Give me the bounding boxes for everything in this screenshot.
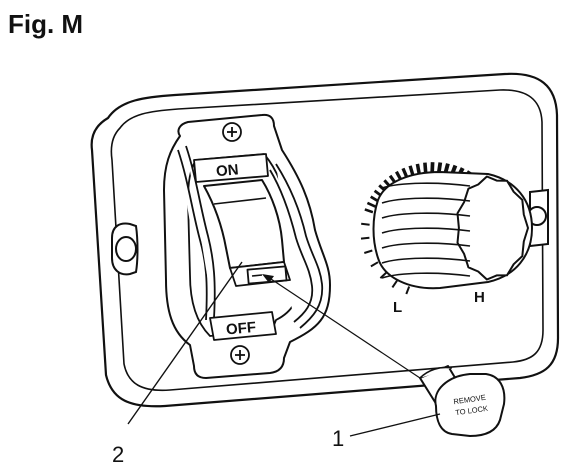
figure-title: Fig. M [8, 9, 83, 39]
dial-tick-mark [360, 236, 370, 240]
dial-high-label: H [474, 289, 485, 306]
dial-knob-face [456, 175, 529, 281]
on-label-plate [193, 153, 269, 183]
dial-tick-mark [379, 271, 388, 279]
leader-lines [127, 261, 441, 437]
dial-knob-ridge [381, 272, 471, 279]
dial-tick-mark [405, 286, 411, 295]
dial-tick-mark [391, 280, 398, 288]
dial-knob-ridge [381, 197, 471, 204]
bottom-screw-icon [230, 345, 250, 365]
lock-key-head [434, 373, 506, 437]
off-label-plate [209, 311, 277, 341]
leader-callout-1 [349, 413, 441, 437]
dial-tick-mark [361, 222, 370, 226]
dial-tick-mark [366, 201, 376, 208]
dial-low-label: L [393, 299, 402, 316]
leader-key-to-slot [267, 276, 421, 379]
dial-knob-ridge [381, 227, 471, 234]
dial-knob-ridge [381, 182, 471, 189]
off-label: OFF [225, 319, 256, 339]
dial-tick-mark [364, 249, 373, 254]
lock-key[interactable] [419, 365, 506, 437]
dial-assembly [360, 162, 533, 295]
on-label: ON [215, 161, 239, 180]
dial-knob-ridge [381, 242, 471, 249]
leader-callout-2 [127, 261, 243, 425]
leader-arrowhead [262, 274, 274, 283]
dial-knob-ridge [381, 257, 471, 264]
switch-assembly [163, 113, 331, 379]
dial-tick-mark [370, 261, 379, 268]
dial-tick-mark [364, 208, 374, 214]
dial-knob-ridge [381, 212, 471, 219]
top-screw-icon [222, 122, 242, 142]
callout-1: 1 [332, 426, 344, 451]
callout-2: 2 [112, 442, 124, 467]
dial-knob-ridges [381, 182, 471, 279]
lock-key-text-line1: REMOVE [453, 393, 486, 406]
rocker-wall-left [177, 149, 208, 321]
left-mounting-hole [111, 222, 139, 276]
